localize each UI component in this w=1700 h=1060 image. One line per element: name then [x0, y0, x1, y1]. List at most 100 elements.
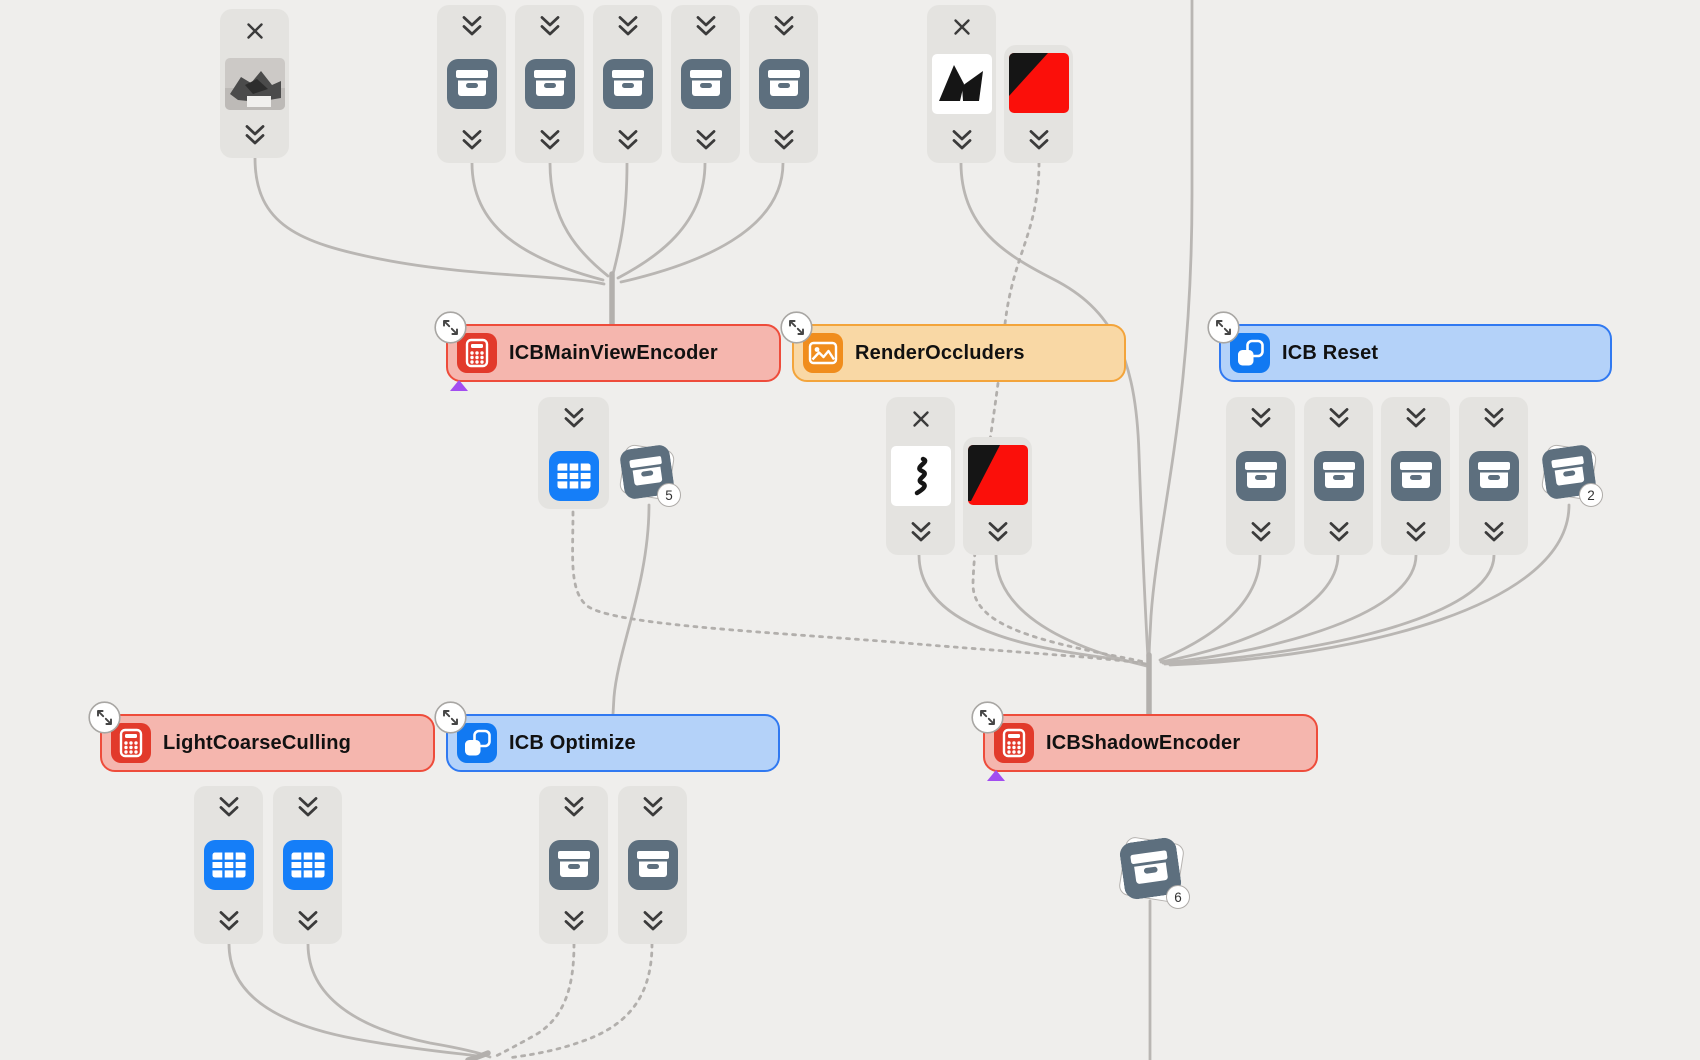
double-chevron-icon[interactable]	[215, 908, 243, 936]
archive-box-icon[interactable]	[549, 840, 599, 890]
resource-group-culling-grid-1	[194, 786, 263, 944]
expand-node-icon[interactable]	[971, 701, 1004, 734]
double-chevron-icon[interactable]	[241, 122, 269, 150]
archive-box-icon[interactable]	[1469, 451, 1519, 501]
double-chevron-icon[interactable]	[984, 519, 1012, 547]
double-chevron-icon[interactable]	[614, 13, 642, 41]
table-grid-icon[interactable]	[204, 840, 254, 890]
encoder-keypad-icon	[457, 333, 497, 373]
node-icb-shadow-encoder[interactable]: ICBShadowEncoder	[983, 714, 1318, 781]
resource-group-occluder-texture-left	[927, 5, 996, 163]
archive-box-icon[interactable]	[1236, 451, 1286, 501]
double-chevron-icon[interactable]	[1247, 405, 1275, 433]
expand-node-icon[interactable]	[434, 701, 467, 734]
resource-group-occluder-out-right	[963, 437, 1032, 555]
double-chevron-icon[interactable]	[692, 127, 720, 155]
double-chevron-icon[interactable]	[560, 405, 588, 433]
close-icon[interactable]	[907, 405, 935, 433]
resource-group-culling-grid-2	[273, 786, 342, 944]
occluder-mask-thumbnail[interactable]	[890, 446, 951, 506]
resource-group-reset-buffer-4	[1459, 397, 1528, 555]
archive-box-icon[interactable]	[1391, 451, 1441, 501]
node-label: RenderOccluders	[855, 341, 1025, 364]
square-on-square-icon	[457, 723, 497, 763]
archive-box-icon[interactable]	[681, 59, 731, 109]
node-label: ICB Reset	[1282, 341, 1379, 364]
double-chevron-icon[interactable]	[639, 908, 667, 936]
resource-stack-shadow[interactable]: 6	[1117, 835, 1190, 909]
close-icon[interactable]	[241, 17, 269, 45]
double-chevron-icon[interactable]	[614, 127, 642, 155]
archive-box-icon[interactable]	[447, 59, 497, 109]
table-grid-icon[interactable]	[549, 451, 599, 501]
resource-stack-main-view[interactable]: 5	[618, 443, 681, 507]
double-chevron-icon[interactable]	[770, 127, 798, 155]
double-chevron-icon[interactable]	[536, 13, 564, 41]
node-render-occluders[interactable]: RenderOccluders	[792, 324, 1126, 382]
double-chevron-icon[interactable]	[1480, 519, 1508, 547]
resource-group-depth-texture	[220, 9, 289, 158]
expand-node-icon[interactable]	[1207, 311, 1240, 344]
double-chevron-icon[interactable]	[1325, 519, 1353, 547]
double-chevron-icon[interactable]	[560, 908, 588, 936]
resource-group-optimize-buffer-1	[539, 786, 608, 944]
resource-group-buffer-1	[437, 5, 506, 163]
double-chevron-icon[interactable]	[770, 13, 798, 41]
expand-node-icon[interactable]	[434, 311, 467, 344]
double-chevron-icon[interactable]	[1402, 405, 1430, 433]
node-label: LightCoarseCulling	[163, 731, 352, 754]
resource-group-reset-buffer-1	[1226, 397, 1295, 555]
double-chevron-icon[interactable]	[907, 519, 935, 547]
node-icb-reset[interactable]: ICB Reset	[1219, 324, 1612, 382]
stack-count-badge: 6	[1166, 885, 1190, 909]
double-chevron-icon[interactable]	[639, 794, 667, 822]
encoder-keypad-icon	[994, 723, 1034, 763]
double-chevron-icon[interactable]	[1247, 519, 1275, 547]
red-texture-thumbnail[interactable]	[1008, 53, 1069, 113]
table-grid-icon[interactable]	[283, 840, 333, 890]
double-chevron-icon[interactable]	[215, 794, 243, 822]
red-texture-thumbnail[interactable]	[967, 445, 1028, 505]
double-chevron-icon[interactable]	[692, 13, 720, 41]
double-chevron-icon[interactable]	[948, 127, 976, 155]
double-chevron-icon[interactable]	[536, 127, 564, 155]
double-chevron-icon[interactable]	[1480, 405, 1508, 433]
stack-count-badge: 2	[1579, 483, 1603, 507]
double-chevron-icon[interactable]	[294, 908, 322, 936]
double-chevron-icon[interactable]	[1325, 405, 1353, 433]
resource-group-reset-buffer-3	[1381, 397, 1450, 555]
dashed-edges	[494, 161, 1149, 1060]
resource-stack-reset[interactable]: 2	[1540, 443, 1603, 507]
resource-group-buffer-2	[515, 5, 584, 163]
occluder-texture-thumbnail[interactable]	[931, 54, 992, 114]
photo-icon	[803, 333, 843, 373]
depth-texture-thumbnail[interactable]	[224, 57, 285, 110]
resource-group-occluder-texture-right	[1004, 45, 1073, 163]
double-chevron-icon[interactable]	[294, 794, 322, 822]
expand-node-icon[interactable]	[780, 311, 813, 344]
resource-group-main-view-outputs	[538, 397, 609, 509]
double-chevron-icon[interactable]	[1025, 127, 1053, 155]
double-chevron-icon[interactable]	[1402, 519, 1430, 547]
archive-box-icon[interactable]	[603, 59, 653, 109]
node-icb-optimize[interactable]: ICB Optimize	[446, 714, 780, 772]
double-chevron-icon[interactable]	[458, 13, 486, 41]
close-icon[interactable]	[948, 13, 976, 41]
resource-group-occluder-out-left	[886, 397, 955, 555]
archive-box-icon[interactable]	[525, 59, 575, 109]
archive-box-icon[interactable]	[1314, 451, 1364, 501]
archive-box-icon[interactable]	[759, 59, 809, 109]
double-chevron-icon[interactable]	[458, 127, 486, 155]
archive-box-icon[interactable]	[628, 840, 678, 890]
node-label: ICBShadowEncoder	[1046, 731, 1241, 754]
node-label: ICBMainViewEncoder	[509, 341, 718, 364]
purple-triangle-indicator	[987, 770, 1005, 781]
double-chevron-icon[interactable]	[560, 794, 588, 822]
expand-node-icon[interactable]	[88, 701, 121, 734]
node-icb-main-view-encoder[interactable]: ICBMainViewEncoder	[446, 324, 781, 391]
node-light-coarse-culling[interactable]: LightCoarseCulling	[100, 714, 435, 772]
resource-group-buffer-5	[749, 5, 818, 163]
resource-group-optimize-buffer-2	[618, 786, 687, 944]
